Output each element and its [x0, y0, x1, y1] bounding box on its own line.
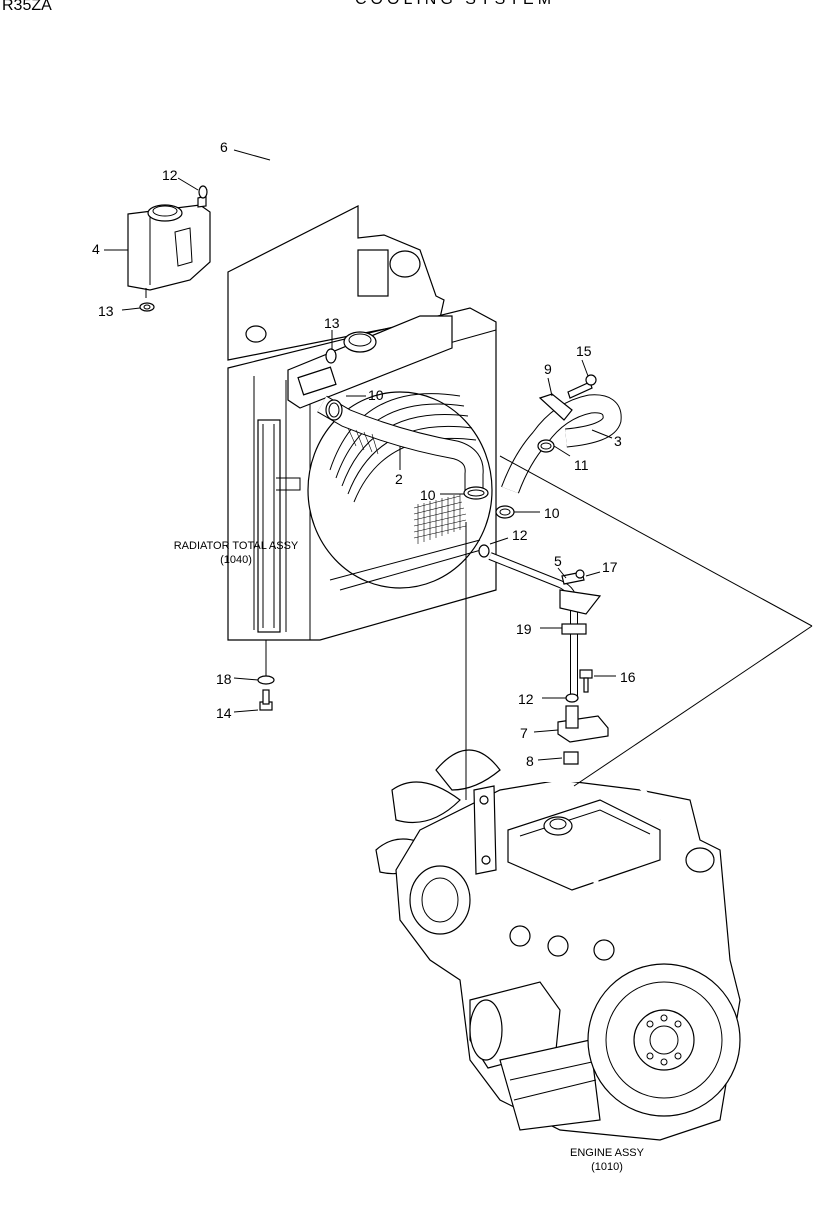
clamp-13-radiator — [325, 348, 337, 364]
assembly-labels: RADIATOR TOTAL ASSY (1040) ENGINE ASSY (… — [174, 540, 645, 1173]
engine-block — [375, 749, 741, 1141]
callout-3: 3 — [614, 433, 622, 449]
hose-bracket — [538, 393, 573, 421]
page-title: COOLING SYSTEM — [355, 0, 555, 8]
callout-10: 10 — [420, 487, 436, 503]
washer-8 — [563, 751, 579, 765]
callout-12: 12 — [512, 527, 528, 543]
clamp-12-pipe — [478, 544, 490, 558]
upper-hose — [317, 395, 484, 490]
bolt-15 — [567, 374, 597, 399]
callout-16: 16 — [620, 669, 636, 685]
washer-18 — [257, 675, 275, 685]
callout-10: 10 — [544, 505, 560, 521]
adapter-block — [557, 705, 609, 743]
callout-12: 12 — [162, 167, 178, 183]
overflow-hose — [206, 151, 300, 228]
callout-14: 14 — [216, 705, 232, 721]
callout-8: 8 — [526, 753, 534, 769]
clamp-12-tank — [198, 185, 208, 199]
callout-13: 13 — [324, 315, 340, 331]
clamp-11 — [537, 439, 555, 453]
leader-lines — [104, 149, 616, 761]
callout-13: 13 — [98, 303, 114, 319]
callout-4: 4 — [92, 241, 100, 257]
radiator-assy-code: (1040) — [220, 554, 252, 566]
clamp-13-tank — [139, 302, 155, 312]
engine-assy-label: ENGINE ASSY — [570, 1147, 645, 1159]
radiator-assy-label: RADIATOR TOTAL ASSY — [174, 540, 299, 552]
clamp-10-upper — [325, 399, 343, 421]
engine-assy-code: (1010) — [591, 1161, 623, 1173]
clamp-10-mid — [463, 486, 489, 500]
callout-5: 5 — [554, 553, 562, 569]
lower-hose — [501, 394, 622, 494]
callout-19: 19 — [516, 621, 532, 637]
callout-10: 10 — [368, 387, 384, 403]
core-mesh — [413, 494, 467, 544]
clamp-10-lower — [495, 505, 515, 519]
radiator-cap — [343, 331, 377, 353]
bolt-14 — [259, 689, 273, 711]
reservoir-tank — [127, 195, 211, 298]
callout-6: 6 — [220, 139, 228, 155]
callout-labels: 6 12 4 13 13 10 2 10 10 11 9 15 3 12 5 1… — [92, 139, 636, 769]
radiator-shroud — [227, 205, 445, 361]
callout-11: 11 — [574, 457, 589, 473]
radiator-core — [227, 307, 497, 641]
callout-9: 9 — [544, 361, 552, 377]
callout-17: 17 — [602, 559, 618, 575]
callout-18: 18 — [216, 671, 232, 687]
callout-12: 12 — [518, 691, 534, 707]
model-label: R35ZA — [2, 0, 52, 14]
callout-7: 7 — [520, 725, 528, 741]
reference-lines — [465, 455, 813, 800]
clamp-12-lower — [565, 693, 579, 703]
pipe-bracket — [559, 589, 602, 635]
callout-15: 15 — [576, 343, 592, 359]
callout-2: 2 — [395, 471, 403, 487]
bolt-16 — [579, 669, 593, 693]
bolt-17 — [561, 569, 585, 585]
